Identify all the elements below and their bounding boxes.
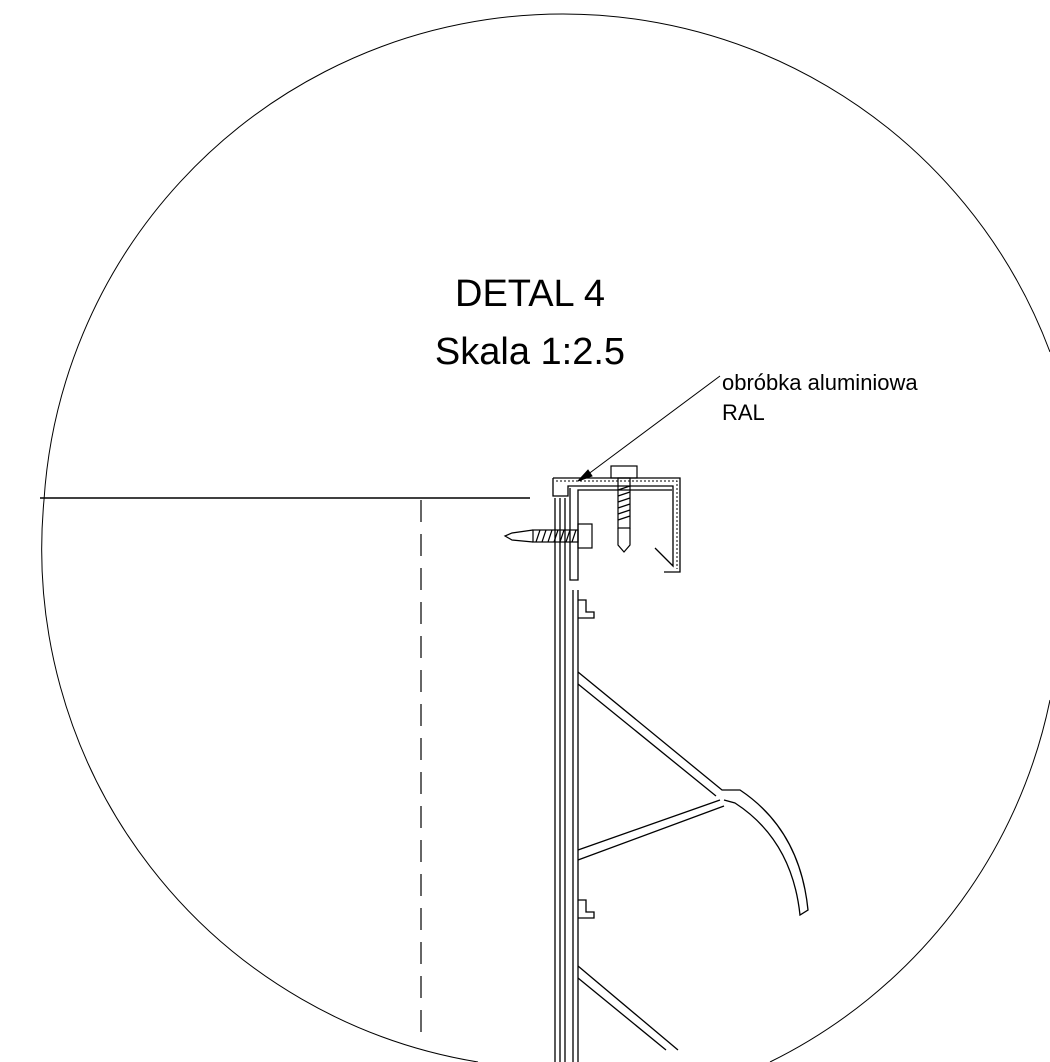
annotation-leader bbox=[577, 375, 721, 482]
aluminium-profile bbox=[572, 590, 809, 1062]
detail-title: DETAL 4 bbox=[455, 273, 605, 315]
aluminium-flashing bbox=[552, 477, 681, 581]
panel-edge bbox=[554, 498, 566, 1062]
detail-circle bbox=[41, 13, 1050, 1062]
detail-scale: Skala 1:2.5 bbox=[435, 331, 625, 373]
top-screw bbox=[610, 465, 638, 553]
annotation-ral: RAL bbox=[722, 400, 765, 425]
side-screw bbox=[503, 523, 593, 549]
annotation-material: obróbka aluminiowa bbox=[722, 370, 918, 395]
